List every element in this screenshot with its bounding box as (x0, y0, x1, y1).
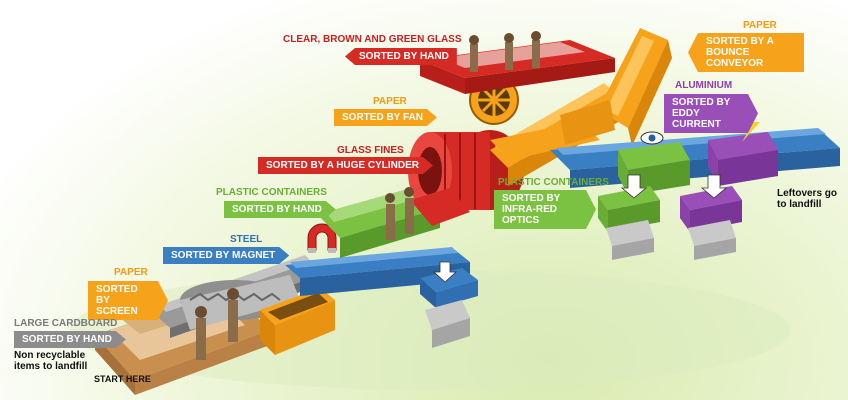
non-recyclable-note: Non recyclable items to landfill (14, 350, 88, 372)
plastic-bin (598, 186, 660, 260)
station-aluminium: ALUMINIUM (675, 80, 732, 91)
station-title: PLASTIC CONTAINERS (498, 177, 609, 188)
station-cardboard: LARGE CARDBOARD (14, 318, 117, 329)
station-title: STEEL (230, 234, 263, 245)
station-plastic-optics: PLASTIC CONTAINERS (498, 177, 609, 188)
station-title: GLASS FINES (337, 145, 404, 156)
station-title: ALUMINIUM (675, 80, 733, 91)
steel-conveyor (285, 223, 470, 296)
station-glass-fines-tag: SORTED BY A HUGE CYLINDER (258, 157, 433, 174)
glass-sorting-platform (420, 31, 615, 94)
station-paper-fan: PAPER (373, 96, 407, 107)
leftovers-note: Leftovers go to landfill (777, 188, 838, 210)
steel-bin (420, 268, 478, 348)
station-paper-fan-tag: SORTED BY FAN (334, 109, 437, 126)
station-glass-fines: GLASS FINES (337, 145, 404, 156)
station-paper-bounce: PAPER (743, 20, 777, 31)
flow-arrows (432, 174, 728, 283)
station-aluminium-tag: SORTED BY EDDY CURRENT (664, 94, 758, 133)
station-plastic-optics-tag: SORTED BY INFRA-RED OPTICS (494, 190, 596, 229)
station-paper-screen: PAPER (114, 267, 148, 278)
station-paper-screen-tag: SORTED BY SCREEN (88, 281, 168, 320)
station-paper-bounce-tag: SORTED BY A BOUNCE CONVEYOR (688, 33, 804, 72)
station-title: PAPER (114, 267, 148, 278)
station-steel-tag: SORTED BY MAGNET (163, 247, 289, 264)
station-glass-tag: SORTED BY HAND (345, 48, 457, 65)
station-steel: STEEL (230, 234, 262, 245)
station-title: PAPER (743, 20, 777, 31)
optics-eddy-conveyor (550, 112, 840, 195)
aluminium-bin (680, 186, 742, 260)
plastic-workers (385, 187, 414, 240)
station-plastic-hand-tag: SORTED BY HAND (224, 201, 336, 218)
station-glass: CLEAR, BROWN AND GREEN GLASS (283, 34, 462, 45)
station-title: CLEAR, BROWN AND GREEN GLASS (283, 34, 462, 45)
station-title: PLASTIC CONTAINERS (216, 187, 327, 198)
station-title: PAPER (373, 96, 407, 107)
start-here-label: START HERE (94, 374, 151, 384)
orange-paper-bin (260, 288, 335, 355)
station-title: LARGE CARDBOARD (14, 318, 118, 329)
station-plastic-hand: PLASTIC CONTAINERS (216, 187, 327, 198)
station-cardboard-tag: SORTED BY HAND (14, 331, 126, 348)
bounce-conveyor (560, 28, 672, 146)
cardboard-workers (195, 288, 239, 360)
